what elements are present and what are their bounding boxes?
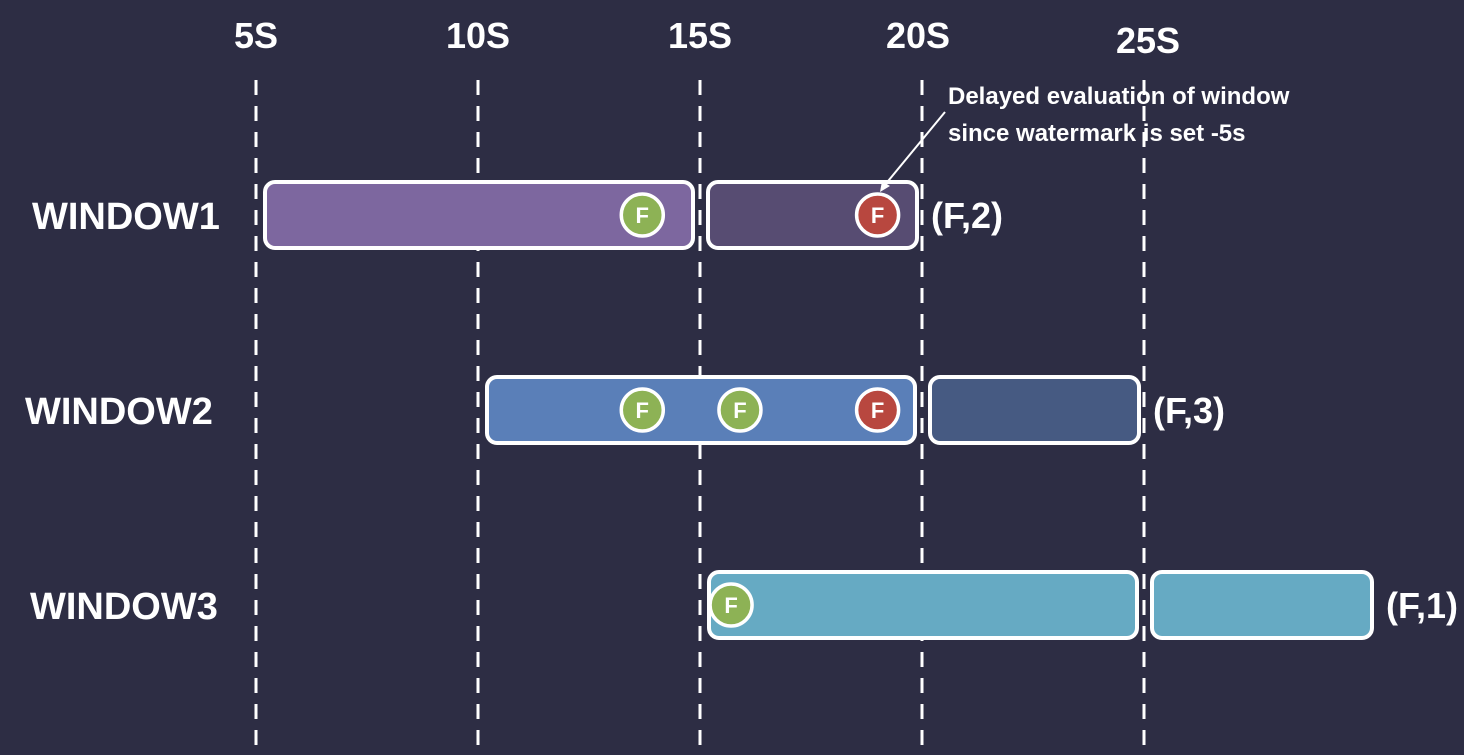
window-label: WINDOW3 — [30, 586, 218, 628]
window-main-bar — [485, 375, 917, 445]
event-label: F — [636, 398, 649, 423]
window-extension-bar — [1150, 570, 1374, 640]
event-marker: F — [619, 192, 666, 238]
event-circle — [854, 192, 901, 238]
annotation-line-2: since watermark is set -5s — [948, 120, 1246, 147]
event-circle — [717, 387, 763, 433]
window-extension-bar — [928, 375, 1141, 445]
window-main-bar — [707, 570, 1139, 640]
event-circle — [854, 387, 901, 433]
time-axis-labels: 5S 10S 15S 20S 25S — [234, 15, 1180, 61]
window-main-bar — [263, 180, 695, 250]
event-marker: F — [619, 387, 666, 433]
event-label: F — [733, 398, 746, 423]
event-marker: F — [717, 387, 763, 433]
event-circle — [619, 192, 666, 238]
event-marker: F — [708, 582, 754, 628]
late-event-marker: F — [854, 192, 901, 238]
window-row-3: WINDOW3 F (F,1) — [30, 570, 1458, 640]
window-label: WINDOW2 — [25, 391, 213, 433]
window-row-2: WINDOW2 F F F (F,3) — [25, 375, 1225, 445]
event-label: F — [636, 203, 649, 228]
event-label: F — [724, 593, 737, 618]
event-label: F — [871, 203, 884, 228]
annotation-line-1: Delayed evaluation of window — [948, 83, 1290, 110]
window-row-1: WINDOW1 F F (F,2) — [32, 180, 1003, 250]
event-circle — [708, 582, 754, 628]
tick-label-20s: 20S — [886, 15, 950, 56]
window-result: (F,1) — [1386, 585, 1458, 626]
tick-label-5s: 5S — [234, 15, 278, 56]
annotation-arrow-head — [880, 181, 890, 192]
window-result: (F,3) — [1153, 390, 1225, 431]
annotation-arrow-line — [883, 111, 946, 187]
window-result: (F,2) — [931, 195, 1003, 236]
event-label: F — [871, 398, 884, 423]
late-event-marker: F — [854, 387, 901, 433]
event-circle — [619, 387, 666, 433]
tick-label-25s: 25S — [1116, 20, 1180, 61]
tick-label-15s: 15S — [668, 15, 732, 56]
window-label: WINDOW1 — [32, 196, 220, 238]
annotation: Delayed evaluation of window since water… — [880, 83, 1290, 192]
tick-label-10s: 10S — [446, 15, 510, 56]
